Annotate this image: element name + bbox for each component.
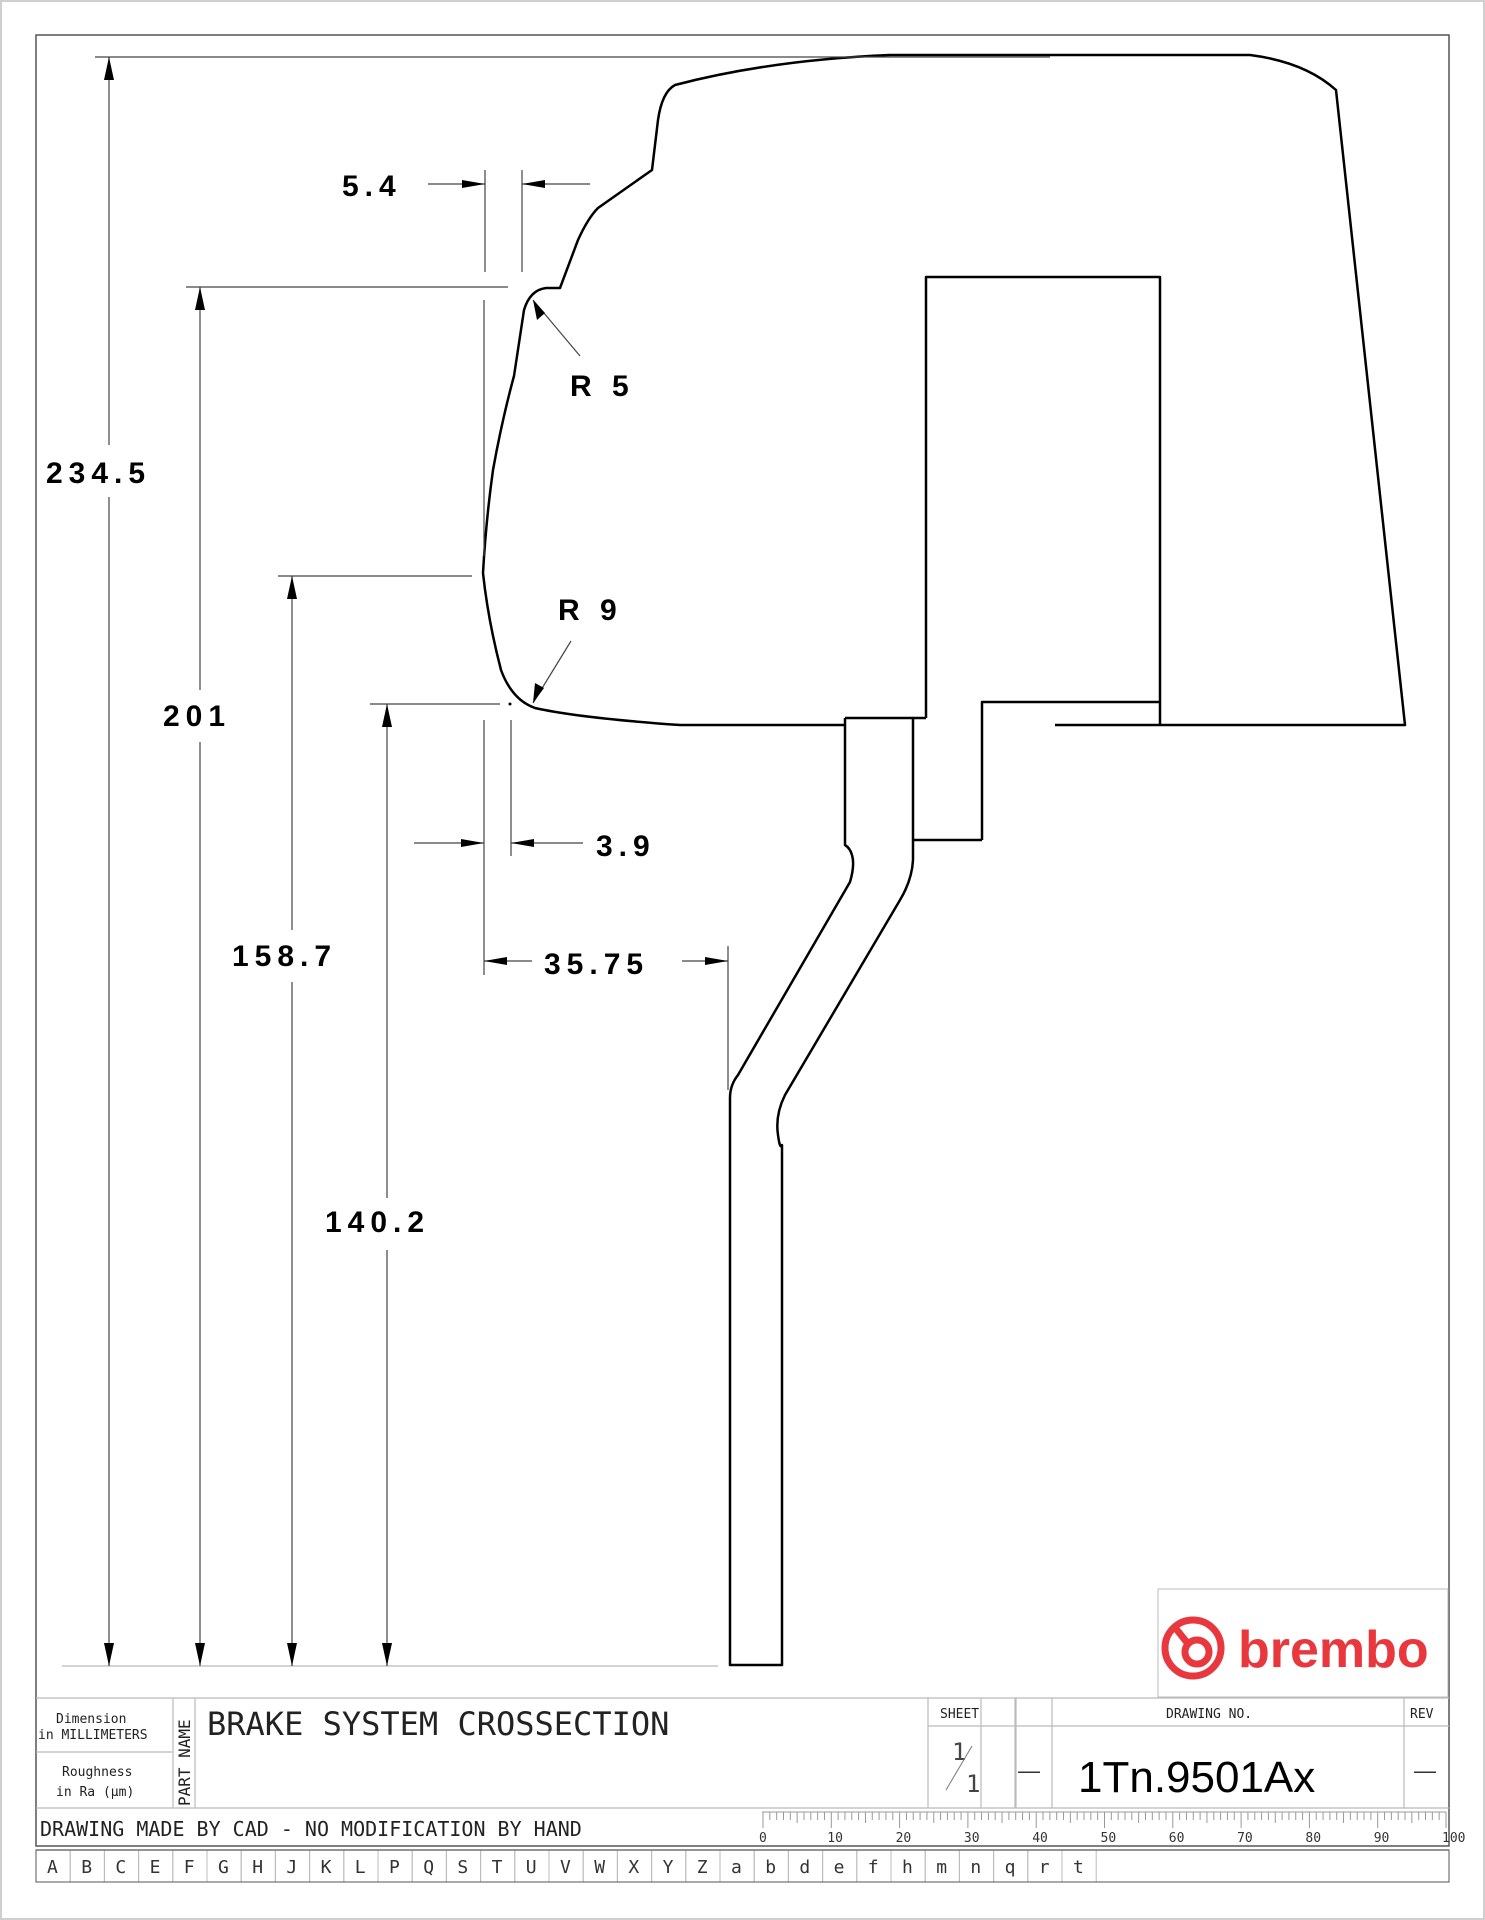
zone-letter: H	[252, 1857, 263, 1878]
radius-r9: R 9	[558, 594, 623, 627]
dim-234-5: 234.5	[46, 457, 151, 490]
zone-letter: Z	[697, 1857, 708, 1878]
cad-notice: DRAWING MADE BY CAD - NO MODIFICATION BY…	[40, 1817, 582, 1841]
ruler-label: 20	[896, 1831, 912, 1846]
zone-letter: q	[1005, 1857, 1016, 1878]
dim-35-75: 35.75	[544, 948, 649, 981]
dimension-lines	[62, 56, 1050, 1667]
ruler-label: 0	[759, 1831, 767, 1846]
sheet-label: SHEET	[940, 1707, 979, 1722]
zone-letter: E	[150, 1857, 161, 1878]
rev-value: —	[1414, 1758, 1436, 1783]
zone-letter: F	[184, 1857, 195, 1878]
caliper-outline	[481, 53, 1407, 727]
roughness-label-1: Roughness	[62, 1765, 132, 1780]
zone-letter: Y	[663, 1857, 674, 1878]
zone-letter: Q	[423, 1857, 434, 1878]
ruler-label: 60	[1169, 1831, 1185, 1846]
roughness-label-2: in Ra (µm)	[56, 1785, 134, 1800]
zone-letter: b	[765, 1857, 776, 1878]
ruler-label: 10	[827, 1831, 843, 1846]
scale-ruler-labels: 0 10 20 30 40 50 60 70 80 90 100	[759, 1831, 1465, 1846]
dim-140-2: 140.2	[325, 1206, 430, 1239]
zone-letter: B	[81, 1857, 92, 1878]
rev-label: REV	[1410, 1707, 1434, 1722]
brembo-logo: brembo	[1157, 1588, 1449, 1698]
zone-letter: n	[970, 1857, 981, 1878]
zone-letter: f	[868, 1857, 879, 1878]
zone-letter: e	[834, 1857, 845, 1878]
zone-letter: C	[115, 1857, 126, 1878]
drawing-number: 1Tn.9501Ax	[1078, 1753, 1315, 1802]
sheet-fraction-slash	[945, 1745, 973, 1791]
dimension-labels: 234.5 201 158.7 140.2 5.4 3.9 35.75 R 5 …	[46, 170, 656, 1239]
dim-5-4: 5.4	[342, 170, 402, 203]
dimension-units-label-2: in MILLIMETERS	[38, 1728, 148, 1743]
zone-letter: T	[492, 1857, 503, 1878]
dimension-arrowheads	[104, 57, 728, 1666]
drawing-no-label: DRAWING NO.	[1166, 1707, 1252, 1722]
dim-201: 201	[163, 700, 231, 733]
zone-letter: d	[799, 1857, 810, 1878]
piston-bore	[924, 275, 1162, 725]
r9-center-mark	[508, 702, 512, 706]
ruler-label: 30	[964, 1831, 980, 1846]
zone-letter: L	[355, 1857, 366, 1878]
zone-letter: r	[1039, 1857, 1050, 1878]
disc-hat-outline	[728, 716, 982, 1667]
zone-letter: A	[47, 1857, 58, 1878]
dim-158-7: 158.7	[232, 940, 337, 973]
zone-letter: U	[526, 1857, 537, 1878]
ruler-label: 90	[1374, 1831, 1390, 1846]
part-name-value: BRAKE SYSTEM CROSSECTION	[207, 1705, 669, 1743]
ruler-label: 100	[1442, 1831, 1465, 1846]
sheet-total: 1	[966, 1770, 980, 1798]
zone-letter: a	[731, 1857, 742, 1878]
ruler-label: 50	[1101, 1831, 1117, 1846]
zone-letter: S	[457, 1857, 468, 1878]
drawing-frame	[35, 34, 1450, 1847]
sheet-dash: —	[1018, 1758, 1040, 1783]
ruler-label: 70	[1237, 1831, 1253, 1846]
zone-letter: W	[594, 1857, 605, 1878]
zone-letter: X	[628, 1857, 639, 1878]
zone-letter: G	[218, 1857, 229, 1878]
part-name-label: PART NAME	[175, 1719, 194, 1806]
zone-letter: t	[1073, 1857, 1084, 1878]
zone-letter: P	[389, 1857, 400, 1878]
zone-letter: h	[902, 1857, 913, 1878]
brake-cross-section-outline	[481, 53, 1407, 1667]
scale-ruler	[762, 1811, 1447, 1828]
dim-3-9: 3.9	[596, 830, 656, 863]
brembo-disc-icon	[1161, 1616, 1225, 1680]
ruler-label: 40	[1032, 1831, 1048, 1846]
zone-letter: V	[560, 1857, 571, 1878]
zone-letter: J	[286, 1857, 297, 1878]
zone-letter: m	[936, 1857, 947, 1878]
dimension-units-label-1: Dimension	[56, 1712, 126, 1727]
radius-r5: R 5	[570, 370, 635, 403]
sheet-number: 1	[952, 1738, 966, 1766]
brand-wordmark: brembo	[1238, 1621, 1429, 1679]
pad-backplate	[980, 700, 1160, 840]
zone-letter: K	[321, 1857, 332, 1878]
ruler-label: 80	[1305, 1831, 1321, 1846]
